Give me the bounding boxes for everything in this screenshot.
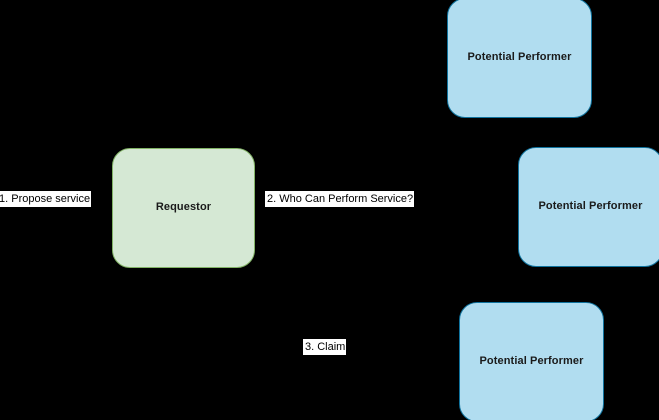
node-potential-performer-3-label: Potential Performer	[479, 355, 584, 368]
node-requestor[interactable]: Requestor	[112, 148, 255, 268]
node-requestor-label: Requestor	[155, 201, 212, 214]
node-potential-performer-2[interactable]: Potential Performer	[518, 147, 659, 267]
node-potential-performer-3[interactable]: Potential Performer	[459, 302, 604, 420]
edge-label-propose-service: 1. Propose service	[0, 191, 92, 207]
edge-label-who-can-perform-service: 2. Who Can Perform Service?	[265, 191, 415, 207]
edge-label-claim: 3. Claim	[303, 339, 347, 355]
node-potential-performer-2-label: Potential Performer	[538, 200, 643, 213]
node-potential-performer-1[interactable]: Potential Performer	[447, 0, 592, 118]
node-potential-performer-1-label: Potential Performer	[467, 51, 572, 64]
